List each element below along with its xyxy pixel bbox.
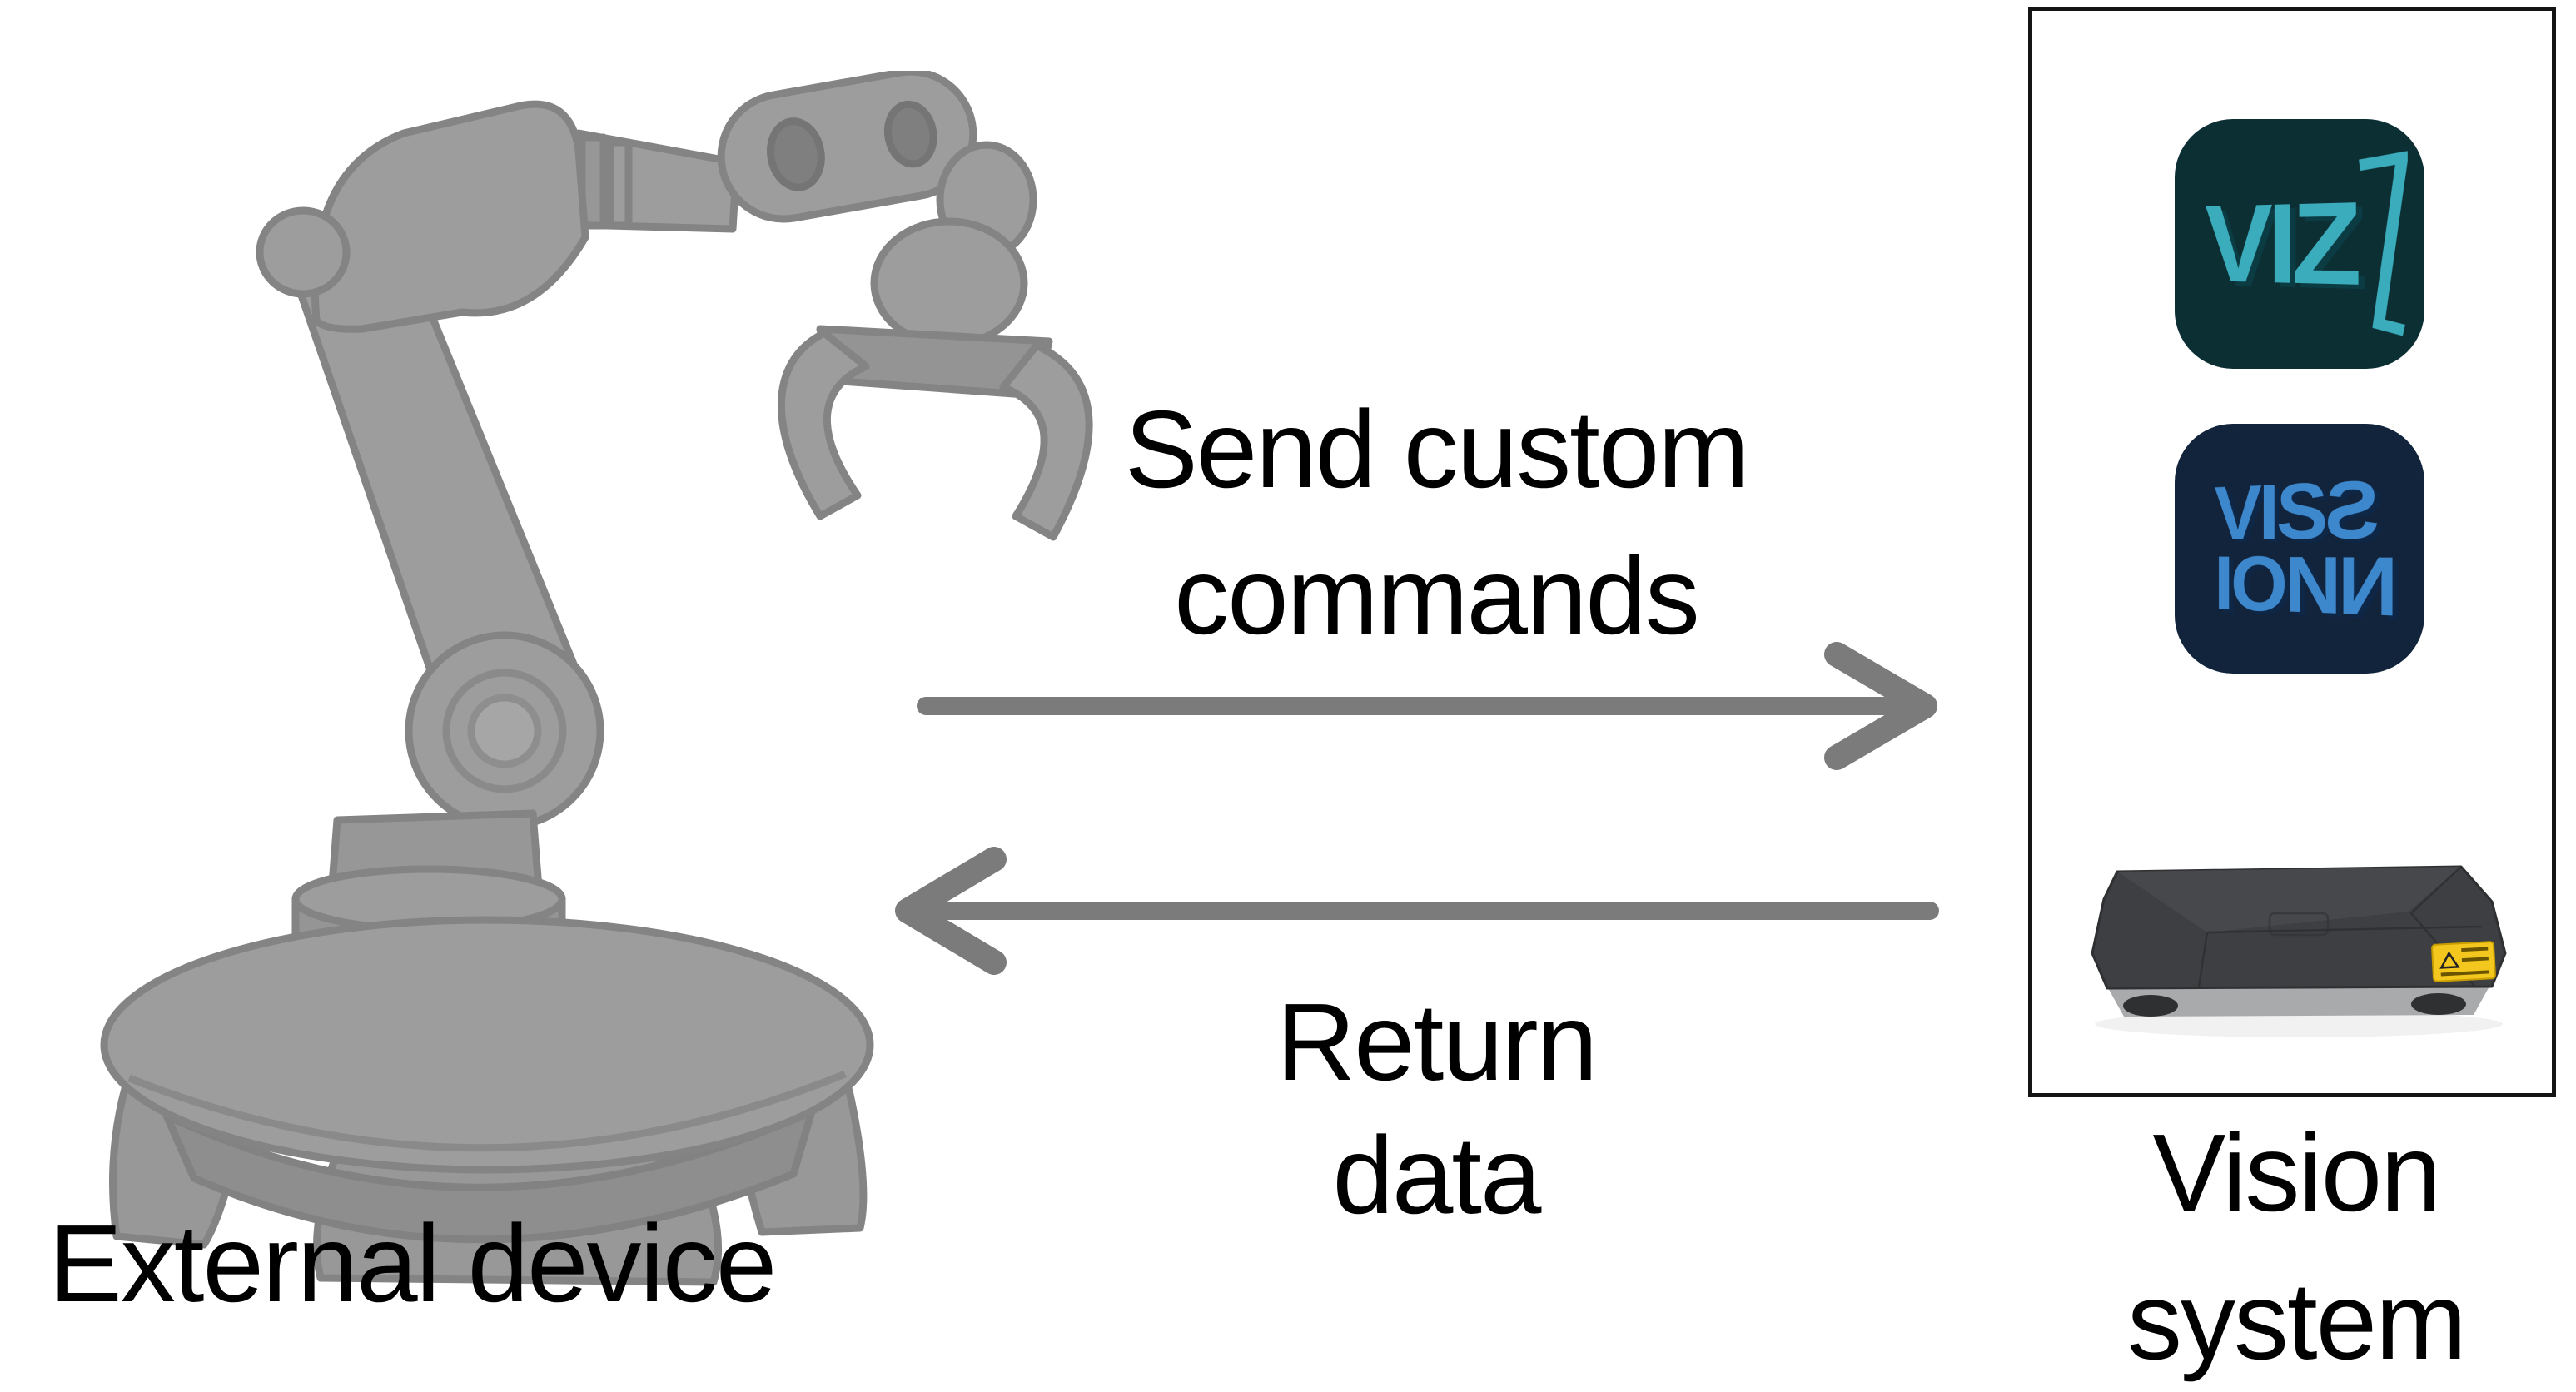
robot-arm-illustration xyxy=(100,71,1093,1286)
vision-system-label: Vision system xyxy=(2028,1099,2564,1392)
send-commands-line2: commands xyxy=(1174,534,1700,657)
camera-lens-right xyxy=(2411,993,2466,1015)
robot-gripper xyxy=(777,325,1093,541)
viz-app-icon-text: VIZ xyxy=(2205,176,2356,311)
send-commands-label: Send custom commands xyxy=(1037,376,1836,669)
send-commands-line1: Send custom xyxy=(1124,388,1749,510)
camera-lens-left xyxy=(2123,995,2178,1017)
vision-icon-line2-mirror: И xyxy=(2338,539,2395,634)
return-data-line1: Return xyxy=(1276,981,1598,1103)
vision-system-box: VIZ VISƧ IONИ xyxy=(2028,7,2556,1097)
viz-app-icon: VIZ xyxy=(2175,119,2424,369)
send-commands-arrow xyxy=(917,642,1937,770)
external-device-label: External device xyxy=(48,1202,777,1325)
vision-app-icon: VISƧ IONИ xyxy=(2175,424,2424,674)
robot-elbow-joint xyxy=(405,631,604,831)
return-data-label: Return data xyxy=(1037,976,1836,1242)
robot-base-dome xyxy=(100,916,874,1174)
laser-warning-label xyxy=(2431,941,2496,982)
vision-system-line2: system xyxy=(2126,1260,2467,1382)
robot-wrist xyxy=(717,71,977,223)
camera-3d-illustration xyxy=(2091,865,2507,1037)
vision-system-line1: Vision xyxy=(2152,1111,2441,1234)
robot-shoulder xyxy=(256,100,589,333)
viz-icon-extrusion-bracket xyxy=(2356,150,2408,337)
return-data-line2: data xyxy=(1332,1114,1542,1236)
vision-icon-line2: ION xyxy=(2214,539,2339,632)
return-data-arrow xyxy=(895,847,1939,975)
